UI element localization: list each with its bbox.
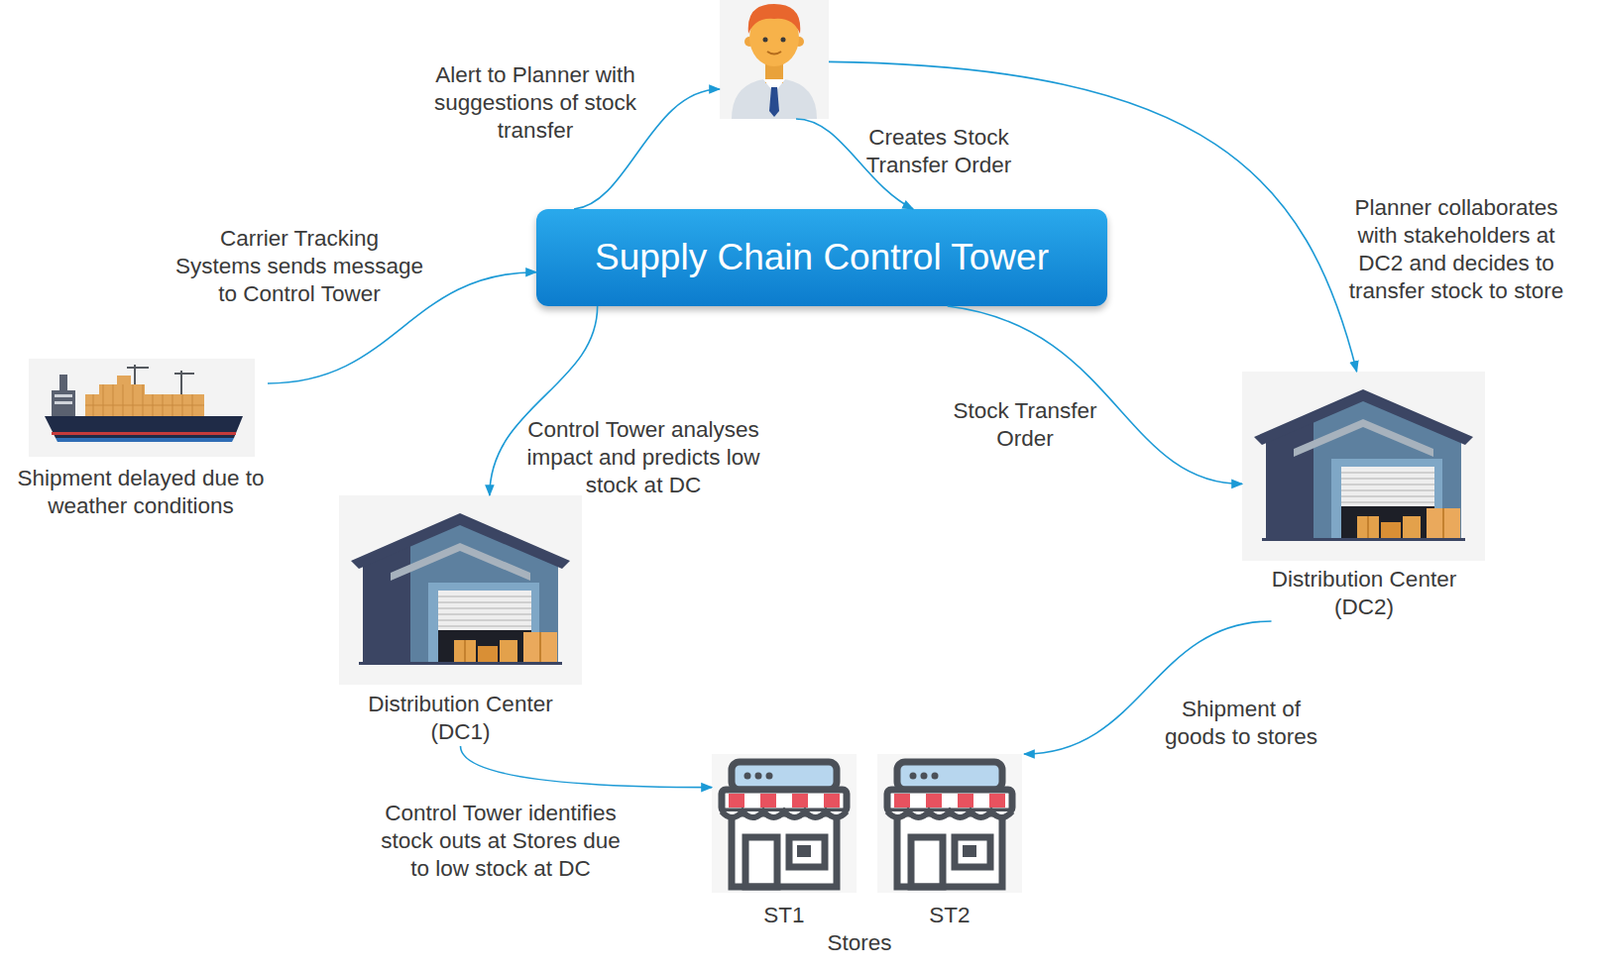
node-caption: ST1 (711, 902, 857, 930)
node-caption: Distribution Center (DC1) (339, 690, 582, 747)
edge-label: Shipment of goods to stores (1164, 695, 1318, 752)
node-caption: Shipment delayed due to weather conditio… (13, 464, 268, 521)
flow-arrow (828, 61, 1358, 372)
warehouse-icon (339, 495, 582, 686)
ship-icon (28, 358, 255, 458)
control-tower-box: Supply Chain Control Tower (536, 209, 1108, 307)
box-title: Supply Chain Control Tower (594, 235, 1049, 280)
node-caption: Distribution Center (DC2) (1242, 566, 1486, 622)
edge-label: Alert to Planner with suggestions of sto… (434, 61, 637, 145)
flow-arrow (947, 306, 1243, 484)
edge-label: Planner collaborates with stakeholders a… (1349, 194, 1564, 306)
edge-label: Control Tower analyses impact and predic… (526, 416, 760, 500)
edge-label: Carrier Tracking Systems sends message t… (175, 225, 424, 309)
store-node: ST1 (711, 754, 857, 930)
edge-label: Control Tower identifies stock outs at S… (380, 800, 620, 884)
store-icon (877, 754, 1023, 894)
node-caption: ST2 (875, 902, 1025, 930)
planner-node (719, 0, 829, 119)
warehouse-node: Distribution Center (DC2) (1242, 371, 1486, 622)
edge-label: Creates Stock Transfer Order (866, 123, 1013, 180)
store-icon (711, 754, 857, 894)
warehouse-icon (1242, 371, 1486, 562)
edge-label: Stock Transfer Order (952, 397, 1097, 454)
warehouse-node: Distribution Center (DC1) (339, 495, 582, 747)
planner-icon (719, 0, 829, 119)
group-label: Stores (826, 929, 892, 958)
flow-arrow (460, 746, 713, 789)
store-node: ST2 (875, 754, 1025, 930)
ship-node: Shipment delayed due to weather conditio… (13, 358, 268, 521)
